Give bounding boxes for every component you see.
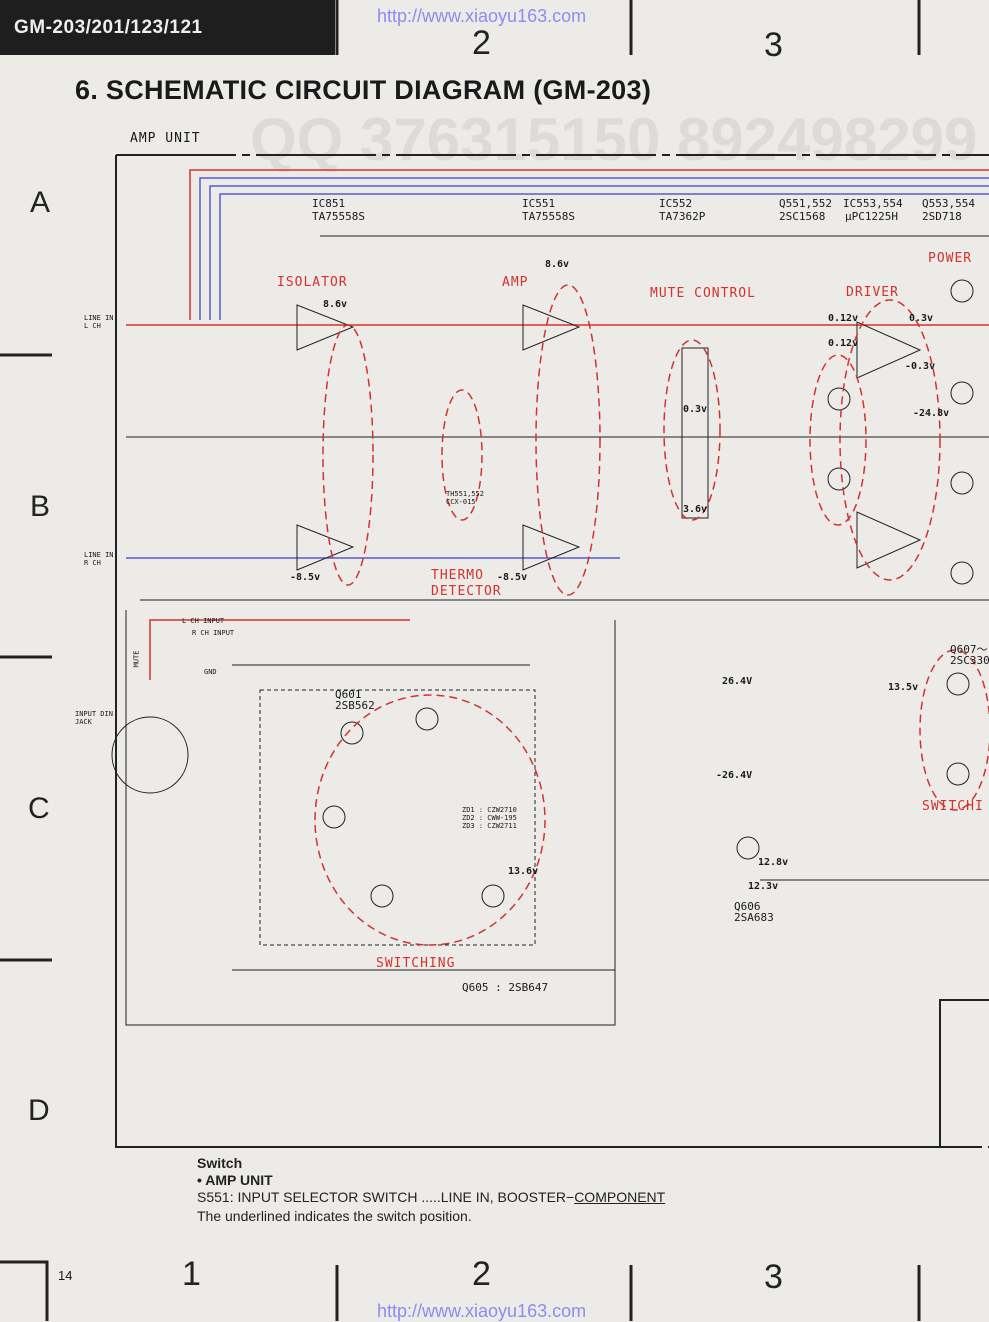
- watermark-qq: QQ 376315150 892498299: [250, 106, 978, 173]
- ic851-type: TA75558S: [312, 210, 365, 223]
- notes-heading: Switch: [197, 1155, 243, 1171]
- din-jack-label: INPUT DIN JACK: [75, 710, 113, 726]
- section-mute-control: MUTE CONTROL: [650, 286, 756, 301]
- q601-type: 2SB562: [335, 699, 375, 712]
- watermark-url-bottom: http://www.xiaoyu163.com: [377, 1301, 587, 1321]
- switch-description: S551: INPUT SELECTOR SWITCH .....LINE IN…: [197, 1189, 575, 1205]
- zener-list: ZD1 : CZW2710 ZD2 : CWW-195 ZD3 : CZW271…: [462, 806, 517, 830]
- ic552-type: TA7362P: [659, 210, 706, 223]
- r-ch-input-label: R CH INPUT: [192, 629, 235, 637]
- q607-type: 2SC330: [950, 654, 989, 667]
- voltage: 0.12v: [828, 338, 859, 349]
- section-power: POWER: [928, 251, 973, 266]
- voltage: 13.5v: [888, 682, 919, 693]
- section-detector: DETECTOR: [431, 584, 502, 599]
- ic552-label: IC552: [659, 197, 693, 210]
- l-ch-input-label: L CH INPUT: [182, 617, 225, 625]
- q553-type: 2SD718: [922, 210, 962, 223]
- ic551-label: IC551: [522, 197, 556, 210]
- section-isolator: ISOLATOR: [277, 275, 348, 290]
- line-in-l-label: LINE IN L CH: [84, 314, 114, 330]
- row-d: D: [28, 1094, 50, 1127]
- voltage: 8.6v: [545, 259, 570, 270]
- voltage: 8.6v: [323, 299, 348, 310]
- voltage: 3.6v: [683, 504, 708, 515]
- switch-position: COMPONENT: [574, 1189, 666, 1205]
- q606-type: 2SA683: [734, 911, 774, 924]
- q551-type: 2SC1568: [779, 210, 826, 223]
- section-amp: AMP: [502, 275, 529, 290]
- voltage: 0.12v: [828, 313, 859, 324]
- page-number: 14: [58, 1268, 73, 1283]
- ic553-type: μPC1225H: [845, 210, 898, 223]
- notes-unit: • AMP UNIT: [197, 1172, 273, 1188]
- column-3-top: 3: [764, 26, 783, 64]
- q551-label: Q551,552: [779, 197, 832, 210]
- voltage: -8.5v: [290, 572, 321, 583]
- watermark-url-top: http://www.xiaoyu163.com: [377, 6, 587, 26]
- model-header: GM-203/201/123/121: [0, 0, 335, 55]
- voltage: 12.8v: [758, 857, 789, 868]
- page-title: 6. SCHEMATIC CIRCUIT DIAGRAM (GM-203): [75, 75, 652, 105]
- mute-label: MUTE: [132, 650, 141, 668]
- q606-label: Q606: [734, 900, 761, 913]
- voltage: -26.4V: [716, 770, 753, 781]
- section-driver: DRIVER: [846, 285, 899, 300]
- column-3-bottom: 3: [764, 1258, 783, 1296]
- notes-caption: The underlined indicates the switch posi…: [197, 1208, 472, 1224]
- voltage: 0.3v: [909, 313, 934, 324]
- section-thermo: THERMO: [431, 568, 484, 583]
- voltage: 0.3v: [683, 404, 708, 415]
- row-c: C: [28, 792, 50, 825]
- section-switchi: SWITCHI: [922, 799, 984, 814]
- q601-label: Q601: [335, 688, 362, 701]
- gnd-label: GND: [204, 668, 217, 676]
- column-2-top: 2: [472, 24, 491, 62]
- notes-switch-line: S551: INPUT SELECTOR SWITCH .....LINE IN…: [197, 1189, 665, 1205]
- row-b: B: [30, 490, 51, 523]
- ic551-type: TA75558S: [522, 210, 575, 223]
- column-2-bottom: 2: [472, 1255, 491, 1293]
- voltage: -8.5v: [497, 572, 528, 583]
- ic851-label: IC851: [312, 197, 346, 210]
- ic553-label: IC553,554: [843, 197, 903, 210]
- voltage: 26.4V: [722, 676, 753, 687]
- line-in-r-label: LINE IN R CH: [84, 551, 114, 567]
- q605-label: Q605 : 2SB647: [462, 981, 549, 994]
- thermistor-label: TH551,552 CCX-015: [446, 490, 484, 506]
- q607-label: Q607～: [950, 643, 988, 656]
- voltage: 13.6v: [508, 866, 539, 877]
- section-switching: SWITCHING: [376, 956, 456, 971]
- voltage: -24.8v: [913, 408, 950, 419]
- voltage: -0.3v: [905, 361, 936, 372]
- q553-label: Q553,554: [922, 197, 975, 210]
- column-1-bottom: 1: [182, 1255, 201, 1293]
- unit-label: AMP UNIT: [130, 131, 201, 146]
- voltage: 12.3v: [748, 881, 779, 892]
- row-a: A: [30, 186, 51, 219]
